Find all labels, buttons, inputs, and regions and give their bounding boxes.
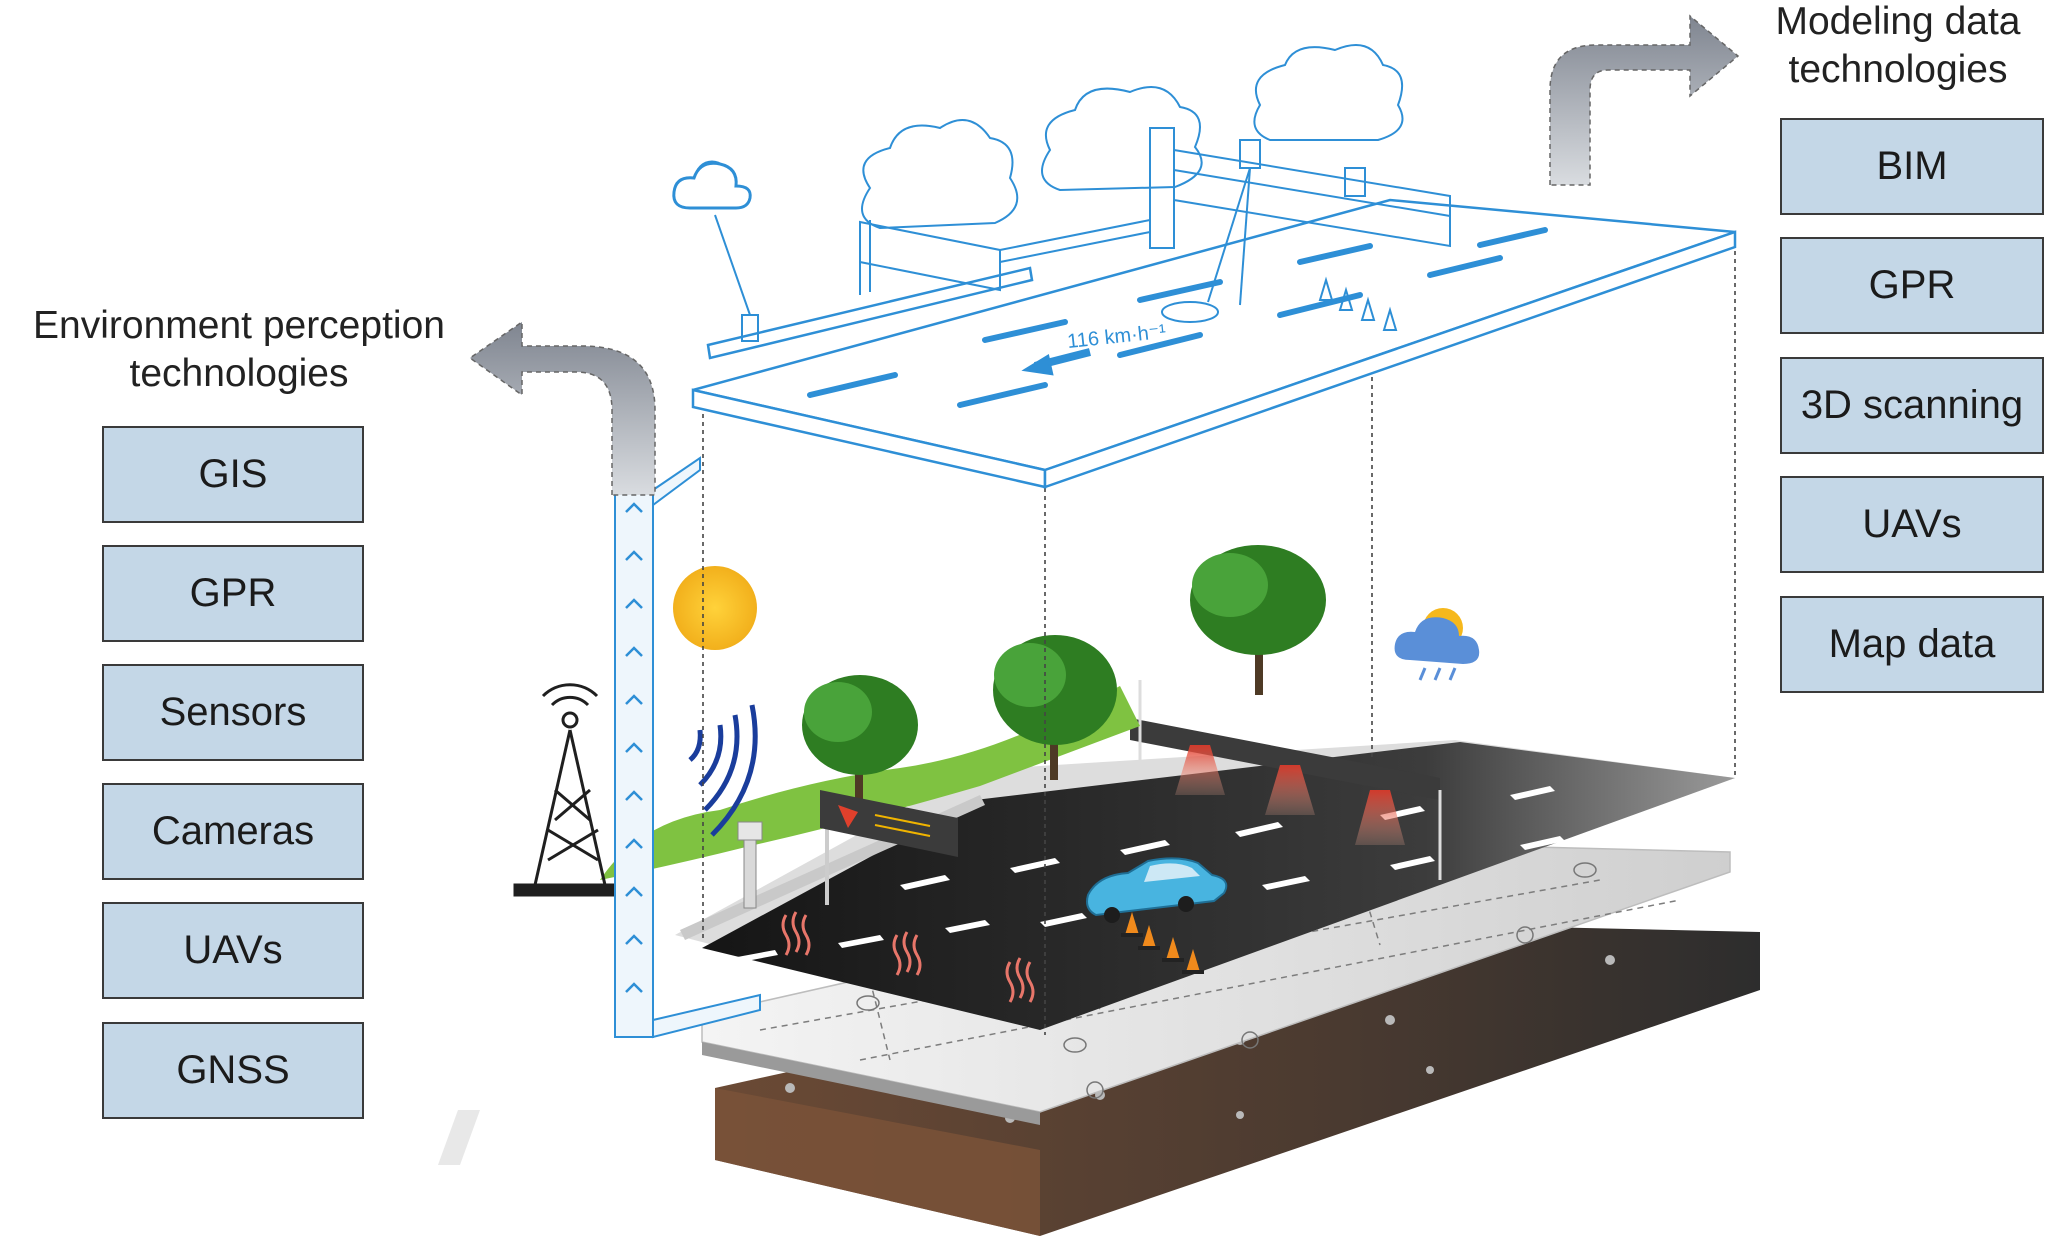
left-heading: Environment perception technologies [33, 304, 445, 395]
tech-box-gpr: GPR [102, 545, 364, 642]
cell-tower-icon [513, 683, 617, 897]
right-heading: Modeling data technologies [1775, 0, 2021, 91]
traffic-cones [1121, 912, 1204, 974]
tech-box-gis: GIS [102, 426, 364, 523]
tech-box-gpr-model: GPR [1780, 237, 2044, 334]
partly-cloudy-rain-icon [1394, 608, 1480, 681]
car [1086, 857, 1228, 923]
tech-box-gnss: GNSS [102, 1022, 364, 1119]
tech-box-uavs-model: UAVs [1780, 476, 2044, 573]
tech-box-sensors: Sensors [102, 664, 364, 761]
tech-box-map-data: Map data [1780, 596, 2044, 693]
roadside-greenery [600, 545, 1326, 940]
tech-box-uavs: UAVs [102, 902, 364, 999]
projection-lines [702, 235, 1736, 1035]
weather-outline-icon [672, 160, 752, 210]
left-curved-arrow [468, 320, 656, 496]
digital-twin-layer [691, 44, 1737, 489]
wireless-signal-icon [688, 704, 758, 837]
gantry [1130, 680, 1442, 880]
tech-box-cameras: Cameras [102, 783, 364, 880]
tech-box-3d-scanning: 3D scanning [1780, 357, 2044, 454]
right-curved-arrow [1549, 14, 1740, 186]
data-uplink-channel [614, 456, 761, 1039]
tech-box-bim: BIM [1780, 118, 2044, 215]
sun-icon [673, 566, 757, 650]
soil-layer [437, 925, 1760, 1236]
